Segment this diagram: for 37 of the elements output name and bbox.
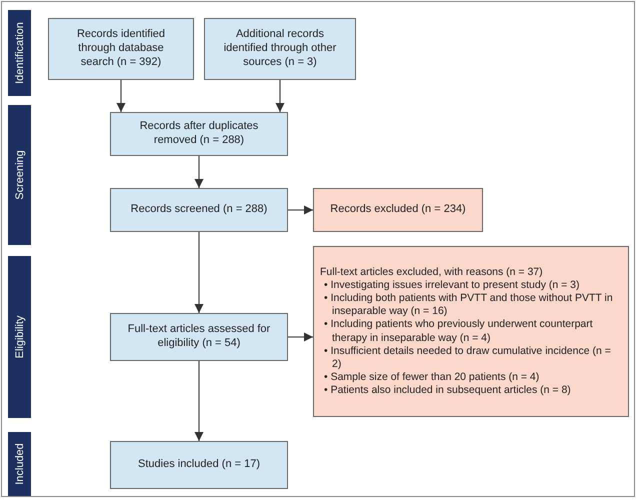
phase-band xyxy=(8,105,31,245)
reason-item: • Patients also included in subsequent articles (n = 8) xyxy=(324,384,571,398)
arrow xyxy=(194,361,204,441)
box-text: Records after duplicates removed (n = 288) xyxy=(138,120,260,148)
phase-label: Screening xyxy=(14,150,26,200)
box-text: Full-text articles assessed for eligibility (n = 54) xyxy=(127,323,271,351)
reason-item: • Including both patients with PVTT and those without PVTT in inseparable way (n = 16) xyxy=(324,292,614,318)
phase-label: Eligibility xyxy=(14,316,26,358)
process-box xyxy=(204,18,356,80)
reason-item: • Insufficient details needed to draw cumulative incidence (n = 2) xyxy=(324,344,612,371)
reason-item: • Including patients who previously underwent counterpart therapy in inseparable way (n = 4) xyxy=(324,318,594,345)
reason-item: • Investigating issues irrelevant to present study (n = 3) xyxy=(324,279,580,292)
process-box xyxy=(110,112,288,156)
box-text: Records identified through database search (n = 392) xyxy=(76,28,166,70)
phase-label: Identification xyxy=(14,22,26,84)
phase-label: Included xyxy=(14,443,26,485)
reason-item: • Sample size of fewer than 20 patients (n = 4) xyxy=(324,370,540,384)
exclusion-box xyxy=(313,246,629,417)
arrow xyxy=(275,80,285,112)
arrow xyxy=(288,205,313,215)
phase-band xyxy=(8,10,31,96)
process-box xyxy=(110,313,288,361)
arrow xyxy=(116,80,126,112)
box-text: Studies included (n = 17) xyxy=(138,458,260,472)
box-text: Records screened (n = 288) xyxy=(130,203,268,217)
arrow xyxy=(194,156,204,188)
arrow xyxy=(288,332,313,342)
box-text: Records excluded (n = 234) xyxy=(330,203,466,217)
exclusion-box xyxy=(313,188,483,232)
arrow xyxy=(194,232,204,313)
process-box xyxy=(110,441,288,489)
box-heading: Full-text articles excluded, with reasons (n = 37) xyxy=(320,266,543,279)
process-box xyxy=(48,18,194,80)
process-box xyxy=(110,188,288,232)
box-text: Additional records identified through other sources (n = 3) xyxy=(222,28,338,70)
phase-band xyxy=(8,256,31,418)
phase-band xyxy=(8,432,31,496)
